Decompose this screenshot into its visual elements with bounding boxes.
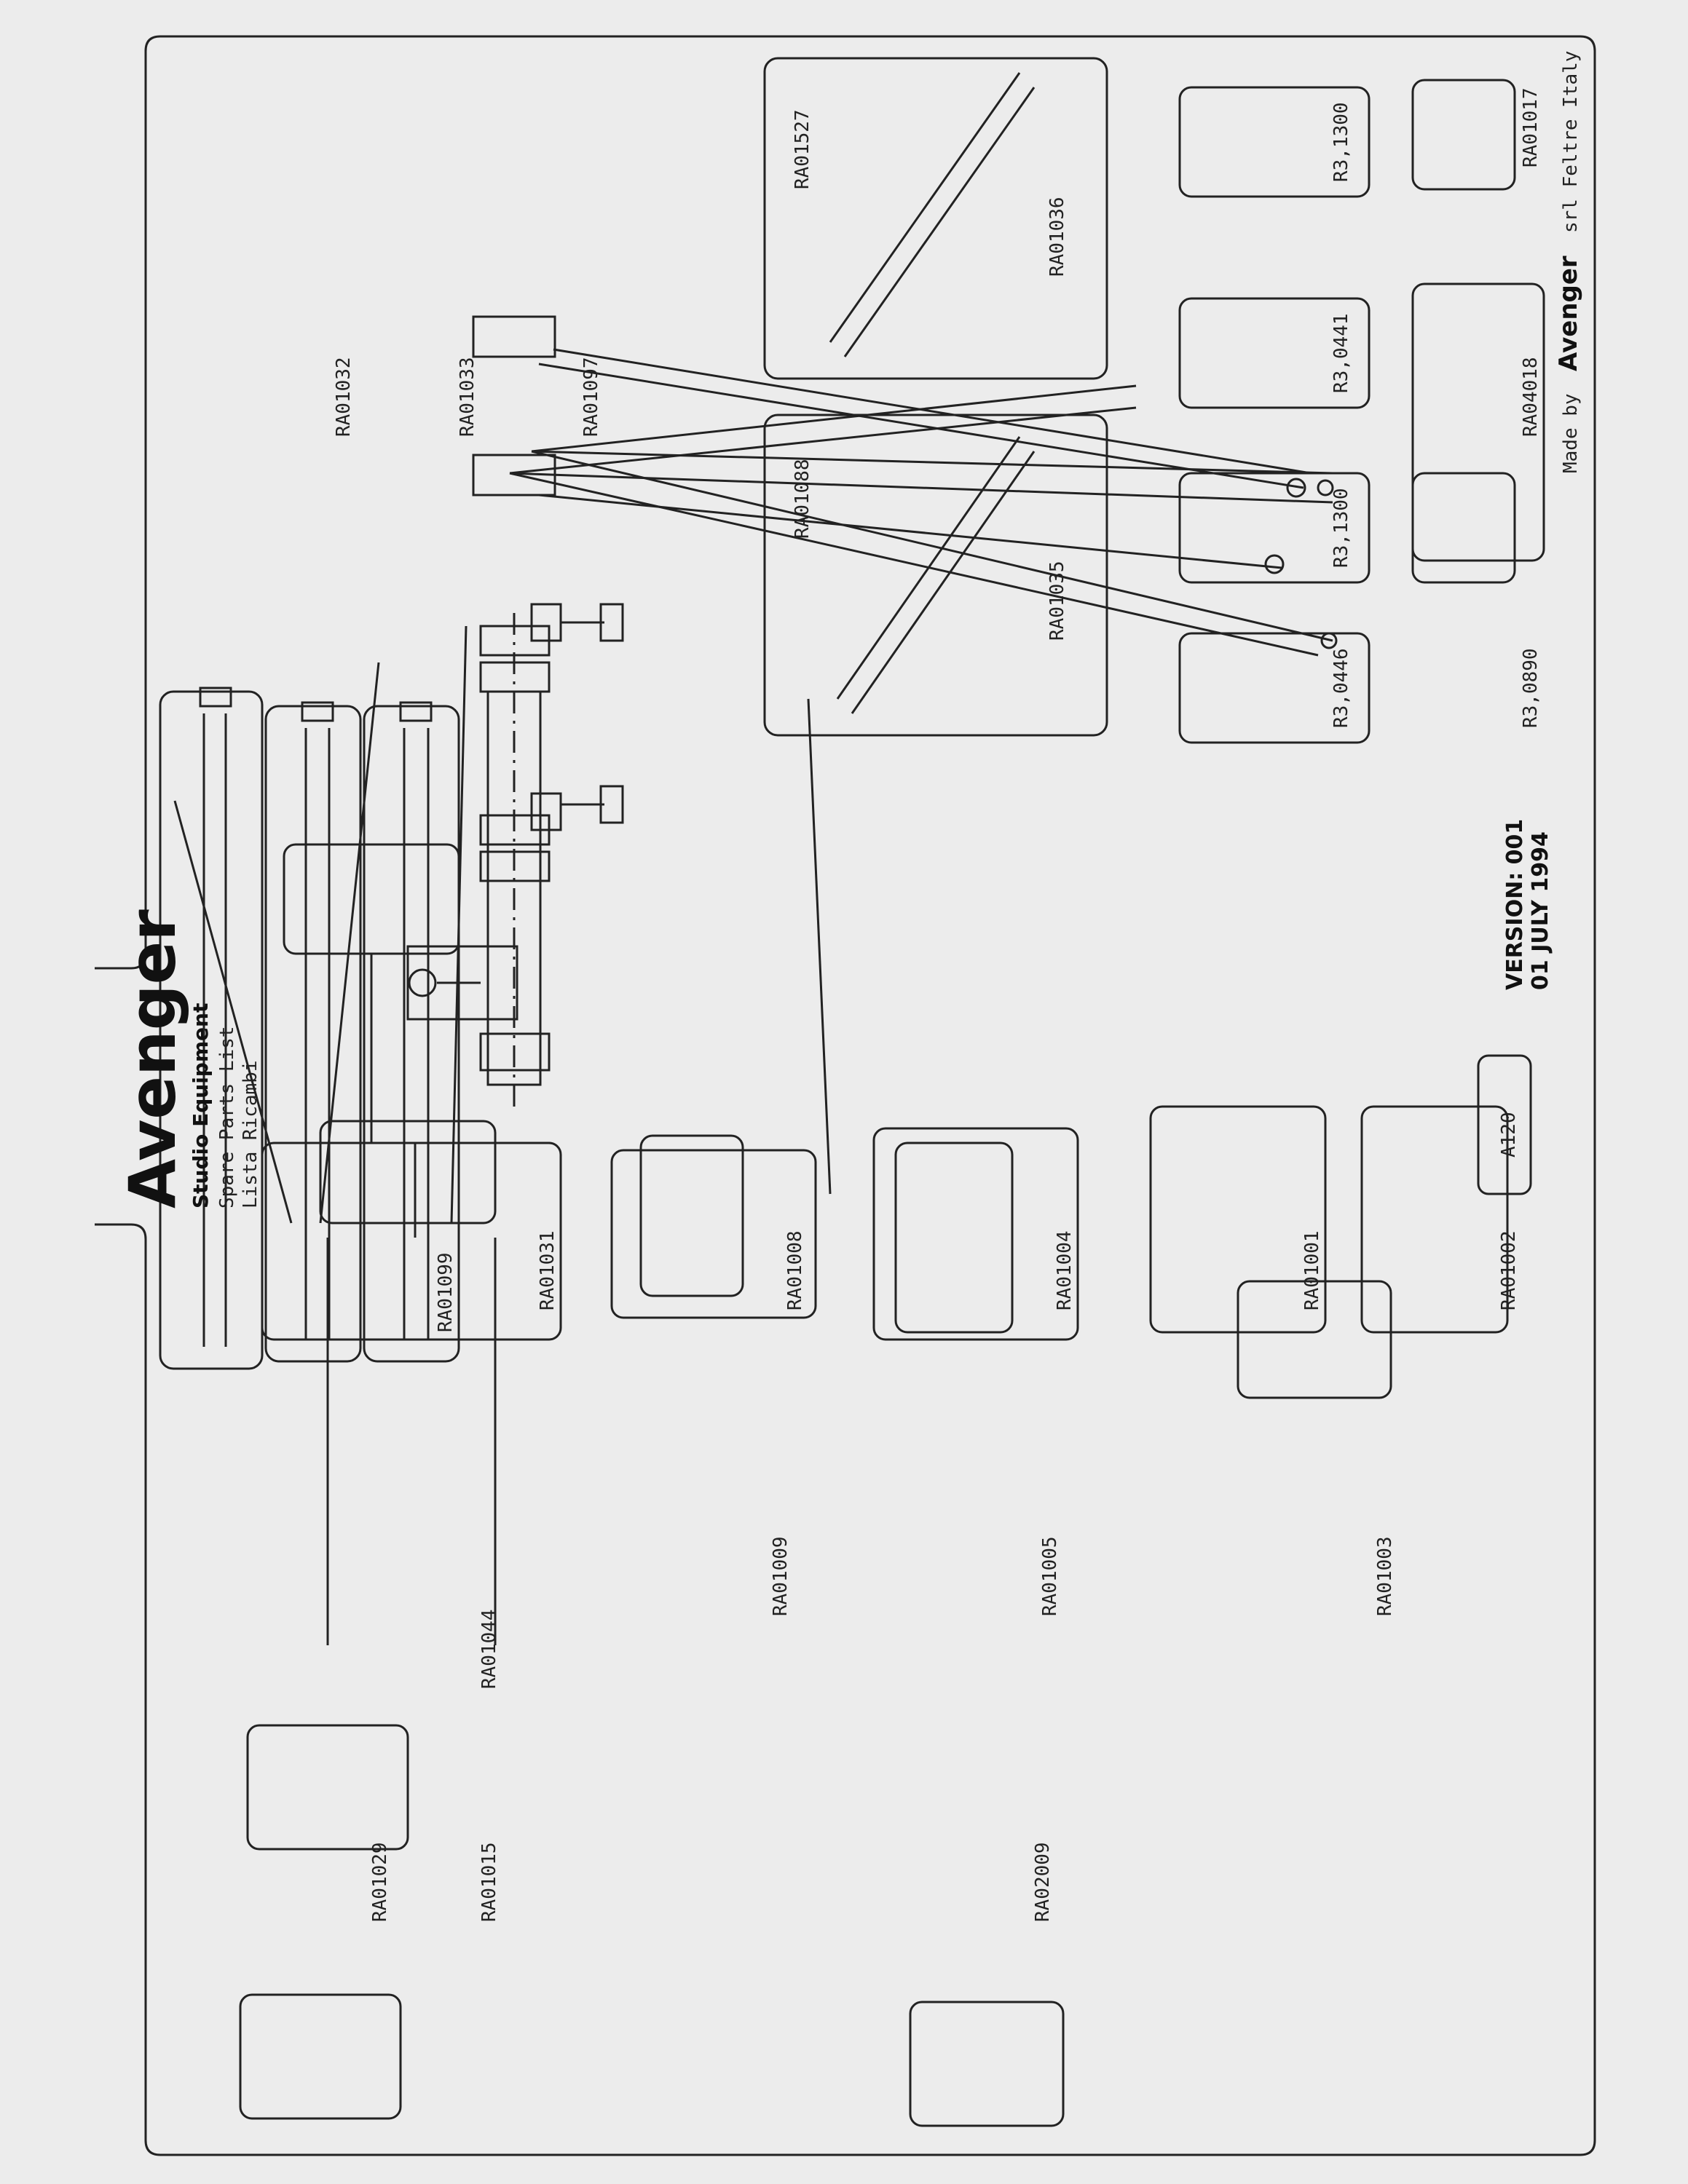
subtitle-en: Spare Parts List (216, 1026, 238, 1208)
footer-made-by: Made by (1560, 393, 1582, 473)
part-base-1: RA01001 (1301, 1230, 1323, 1310)
part-tube-2: RA01033 (457, 357, 478, 437)
part-mid-a-1: RA01008 (784, 1230, 806, 1310)
part-r-left-1: R3,0446 (1330, 648, 1352, 728)
part-r-right-2: R3,1300 (1330, 102, 1352, 182)
brand-name: Avenger (115, 909, 190, 1208)
part-mid-b-2: RA01005 (1039, 1536, 1061, 1616)
brand-tagline: Studio Equipment (189, 1003, 213, 1208)
part-r-left-2: R3,1300 (1330, 488, 1352, 568)
part-brace: RA04018 (1520, 357, 1542, 437)
part-mid-b-3: RA02009 (1032, 1842, 1054, 1922)
footer-company: Avenger (1554, 256, 1583, 371)
part-cap: RA01017 (1520, 87, 1542, 167)
part-tube-3: RA01097 (580, 357, 602, 437)
part-tube-1: RA01032 (333, 357, 355, 437)
part-r-bottom: R3,0890 (1520, 648, 1542, 728)
footer-suffix: srl Feltre Italy (1560, 51, 1582, 233)
part-top-4: RA01029 (369, 1842, 391, 1922)
part-mid-a-2: RA01009 (770, 1536, 792, 1616)
part-top-1: RA01099 (435, 1252, 457, 1332)
subtitle-it: Lista Ricambi (240, 1061, 261, 1209)
part-top-5: RA01015 (478, 1842, 500, 1922)
part-top-3: RA01044 (478, 1609, 500, 1689)
part-base-2: RA01002 (1498, 1230, 1520, 1310)
part-leg-1: RA01035 (1046, 561, 1068, 641)
part-mid-b-1: RA01004 (1054, 1230, 1076, 1310)
part-leg-2-part: RA01527 (792, 109, 813, 189)
part-leg-1-part: RA01088 (792, 459, 813, 539)
model-label: A120 (1498, 1112, 1520, 1158)
part-base-3: RA01003 (1374, 1536, 1396, 1616)
part-leg-2: RA01036 (1046, 197, 1068, 277)
part-r-right-1: R3,0441 (1330, 313, 1352, 393)
date-label: 01 JULY 1994 (1528, 831, 1553, 990)
part-top-2: RA01031 (537, 1230, 559, 1310)
version-label: VERSION: 001 (1502, 819, 1528, 990)
